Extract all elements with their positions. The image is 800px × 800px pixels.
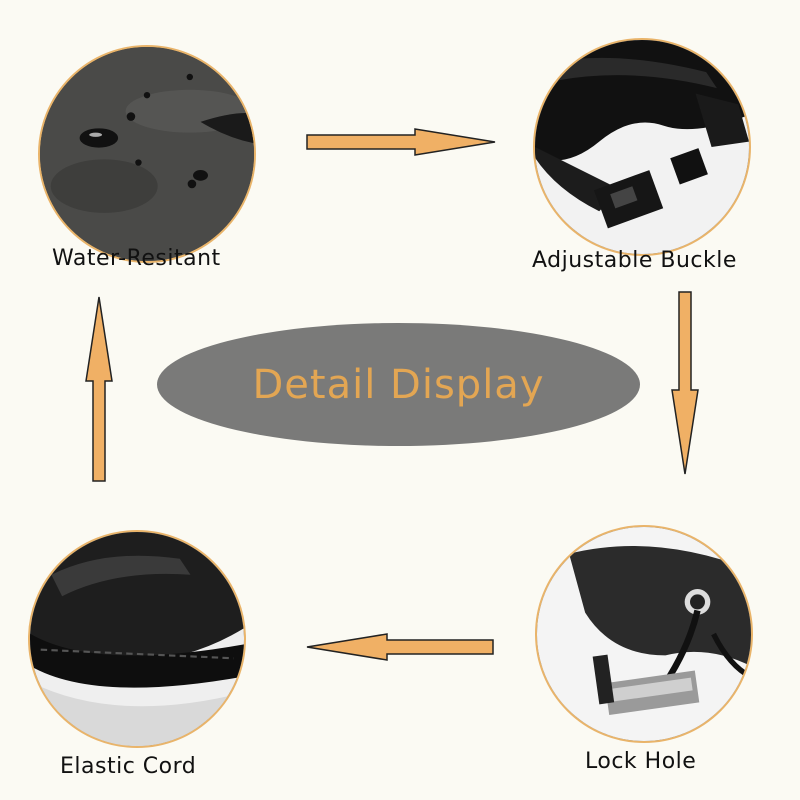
water-resistant-image [38, 45, 256, 263]
lock-hole-image [535, 525, 753, 743]
adjustable-buckle-image [533, 38, 751, 256]
water-resistant-label: Water-Resitant [52, 246, 221, 271]
buckle-icon [535, 40, 749, 254]
arrow-left-icon [306, 633, 494, 661]
lock-hole-icon [537, 527, 751, 741]
lock-hole-label: Lock Hole [585, 749, 697, 774]
arrow-up-icon [85, 296, 113, 482]
elastic-cord-icon [30, 532, 244, 746]
elastic-cord-image [28, 530, 246, 748]
water-drops-icon [40, 47, 254, 261]
arrow-down-icon [671, 291, 699, 475]
adjustable-buckle-label: Adjustable Buckle [532, 248, 737, 273]
detail-display-banner: Detail Display [157, 323, 640, 446]
detail-display-title: Detail Display [252, 361, 545, 408]
elastic-cord-label: Elastic Cord [60, 754, 197, 779]
arrow-right-icon [306, 128, 496, 156]
